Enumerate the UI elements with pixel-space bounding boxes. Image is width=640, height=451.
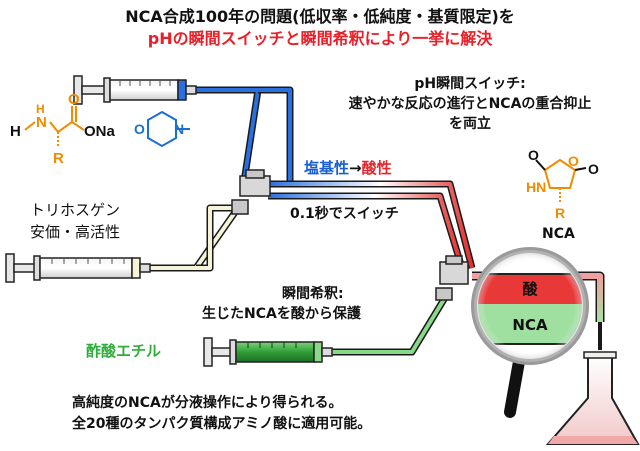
amino-r-label: R: [53, 150, 64, 167]
amino-o-label: O: [68, 91, 80, 108]
magnifier-nca-label: NCA: [512, 316, 548, 334]
ph-switch-desc-2: を両立: [449, 116, 491, 132]
nca-hn-label: HN: [526, 179, 546, 195]
ph-switch-heading: pH瞬間スイッチ:: [414, 76, 526, 92]
collection-flask: [545, 322, 640, 445]
nca-name-label: NCA: [542, 226, 575, 242]
title-line-2: pHの瞬間スイッチと瞬間希釈により一挙に解決: [147, 29, 493, 48]
triphosgene-tube: [150, 205, 241, 272]
nca-o1-label: O: [528, 147, 539, 163]
nca-structure: O O O HN R: [526, 147, 599, 221]
conclusion-line-2: 全20種のタンパク質構成アミノ酸に適用可能。: [72, 416, 372, 432]
tubing: [150, 86, 605, 356]
magnifier-acid-label: 酸: [522, 280, 538, 298]
arrow-label: →: [349, 159, 362, 177]
magnifier: 酸 NCA: [471, 247, 589, 418]
mixer-second: [435, 255, 469, 301]
basic-label: 塩基性: [304, 159, 350, 177]
amino-acid-salt-structure: H N H O ONa R: [10, 91, 116, 167]
syringe-ethyl-acetate: [203, 337, 333, 367]
amino-n-label: N: [36, 114, 47, 131]
conclusion-line-1: 高純度のNCAが分液操作により得られる。: [72, 395, 343, 411]
acidic-label: 酸性: [361, 159, 392, 177]
switch-time-label: 0.1秒でスイッチ: [290, 206, 399, 222]
nca-r-label: R: [555, 205, 565, 221]
dilution-heading: 瞬間希釈:: [282, 286, 344, 302]
ethyl-acetate-label: 酢酸エチル: [86, 342, 162, 360]
base-to-acid-label: 塩基性→酸性: [304, 159, 392, 177]
syringe-triphosgene: [5, 253, 151, 283]
dilution-desc: 生じたNCAを酸から保護: [202, 306, 361, 322]
n-methylmorpholine-structure: O N: [134, 110, 190, 148]
triphosgene-sub: 安価・高活性: [30, 223, 121, 241]
amino-ona-label: ONa: [84, 123, 116, 140]
base-tube: [196, 86, 262, 183]
syringe-base: [73, 75, 197, 105]
title-line-1: NCA合成100年の問題(低収率・低純度・基質限定)を: [125, 7, 515, 26]
morpholine-o-label: O: [134, 121, 145, 137]
nca-o3-label: O: [588, 161, 599, 177]
amino-h2-label: H: [36, 102, 45, 116]
nca-o2-label: O: [568, 153, 579, 169]
ph-switch-desc-1: 速やかな反応の進行とNCAの重合抑止: [348, 96, 592, 112]
amino-h-label: H: [10, 123, 21, 140]
triphosgene-label: トリホスゲン: [30, 201, 121, 219]
mixer-first: [231, 169, 271, 215]
morpholine-n-label: N: [174, 121, 184, 137]
